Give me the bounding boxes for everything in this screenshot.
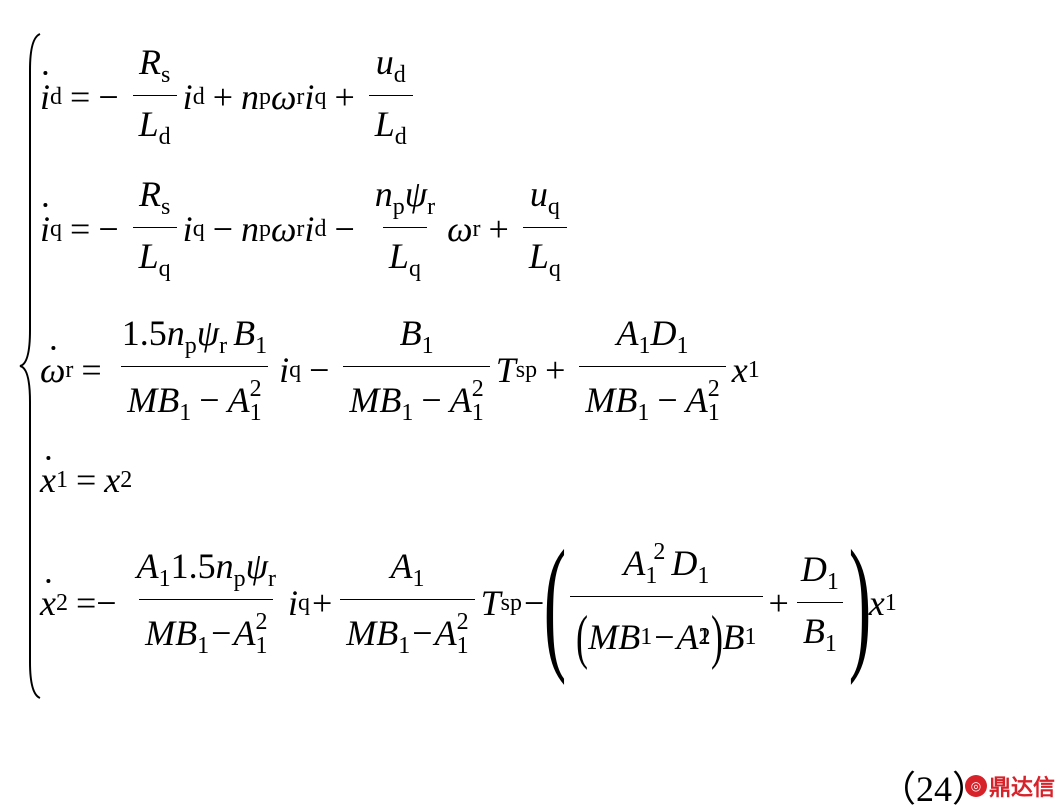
logo-icon: ◎: [965, 775, 987, 797]
watermark-logo: ◎ 鼎达信: [965, 770, 1055, 802]
left-brace: [19, 33, 41, 699]
watermark-text: 鼎达信: [989, 776, 1056, 801]
